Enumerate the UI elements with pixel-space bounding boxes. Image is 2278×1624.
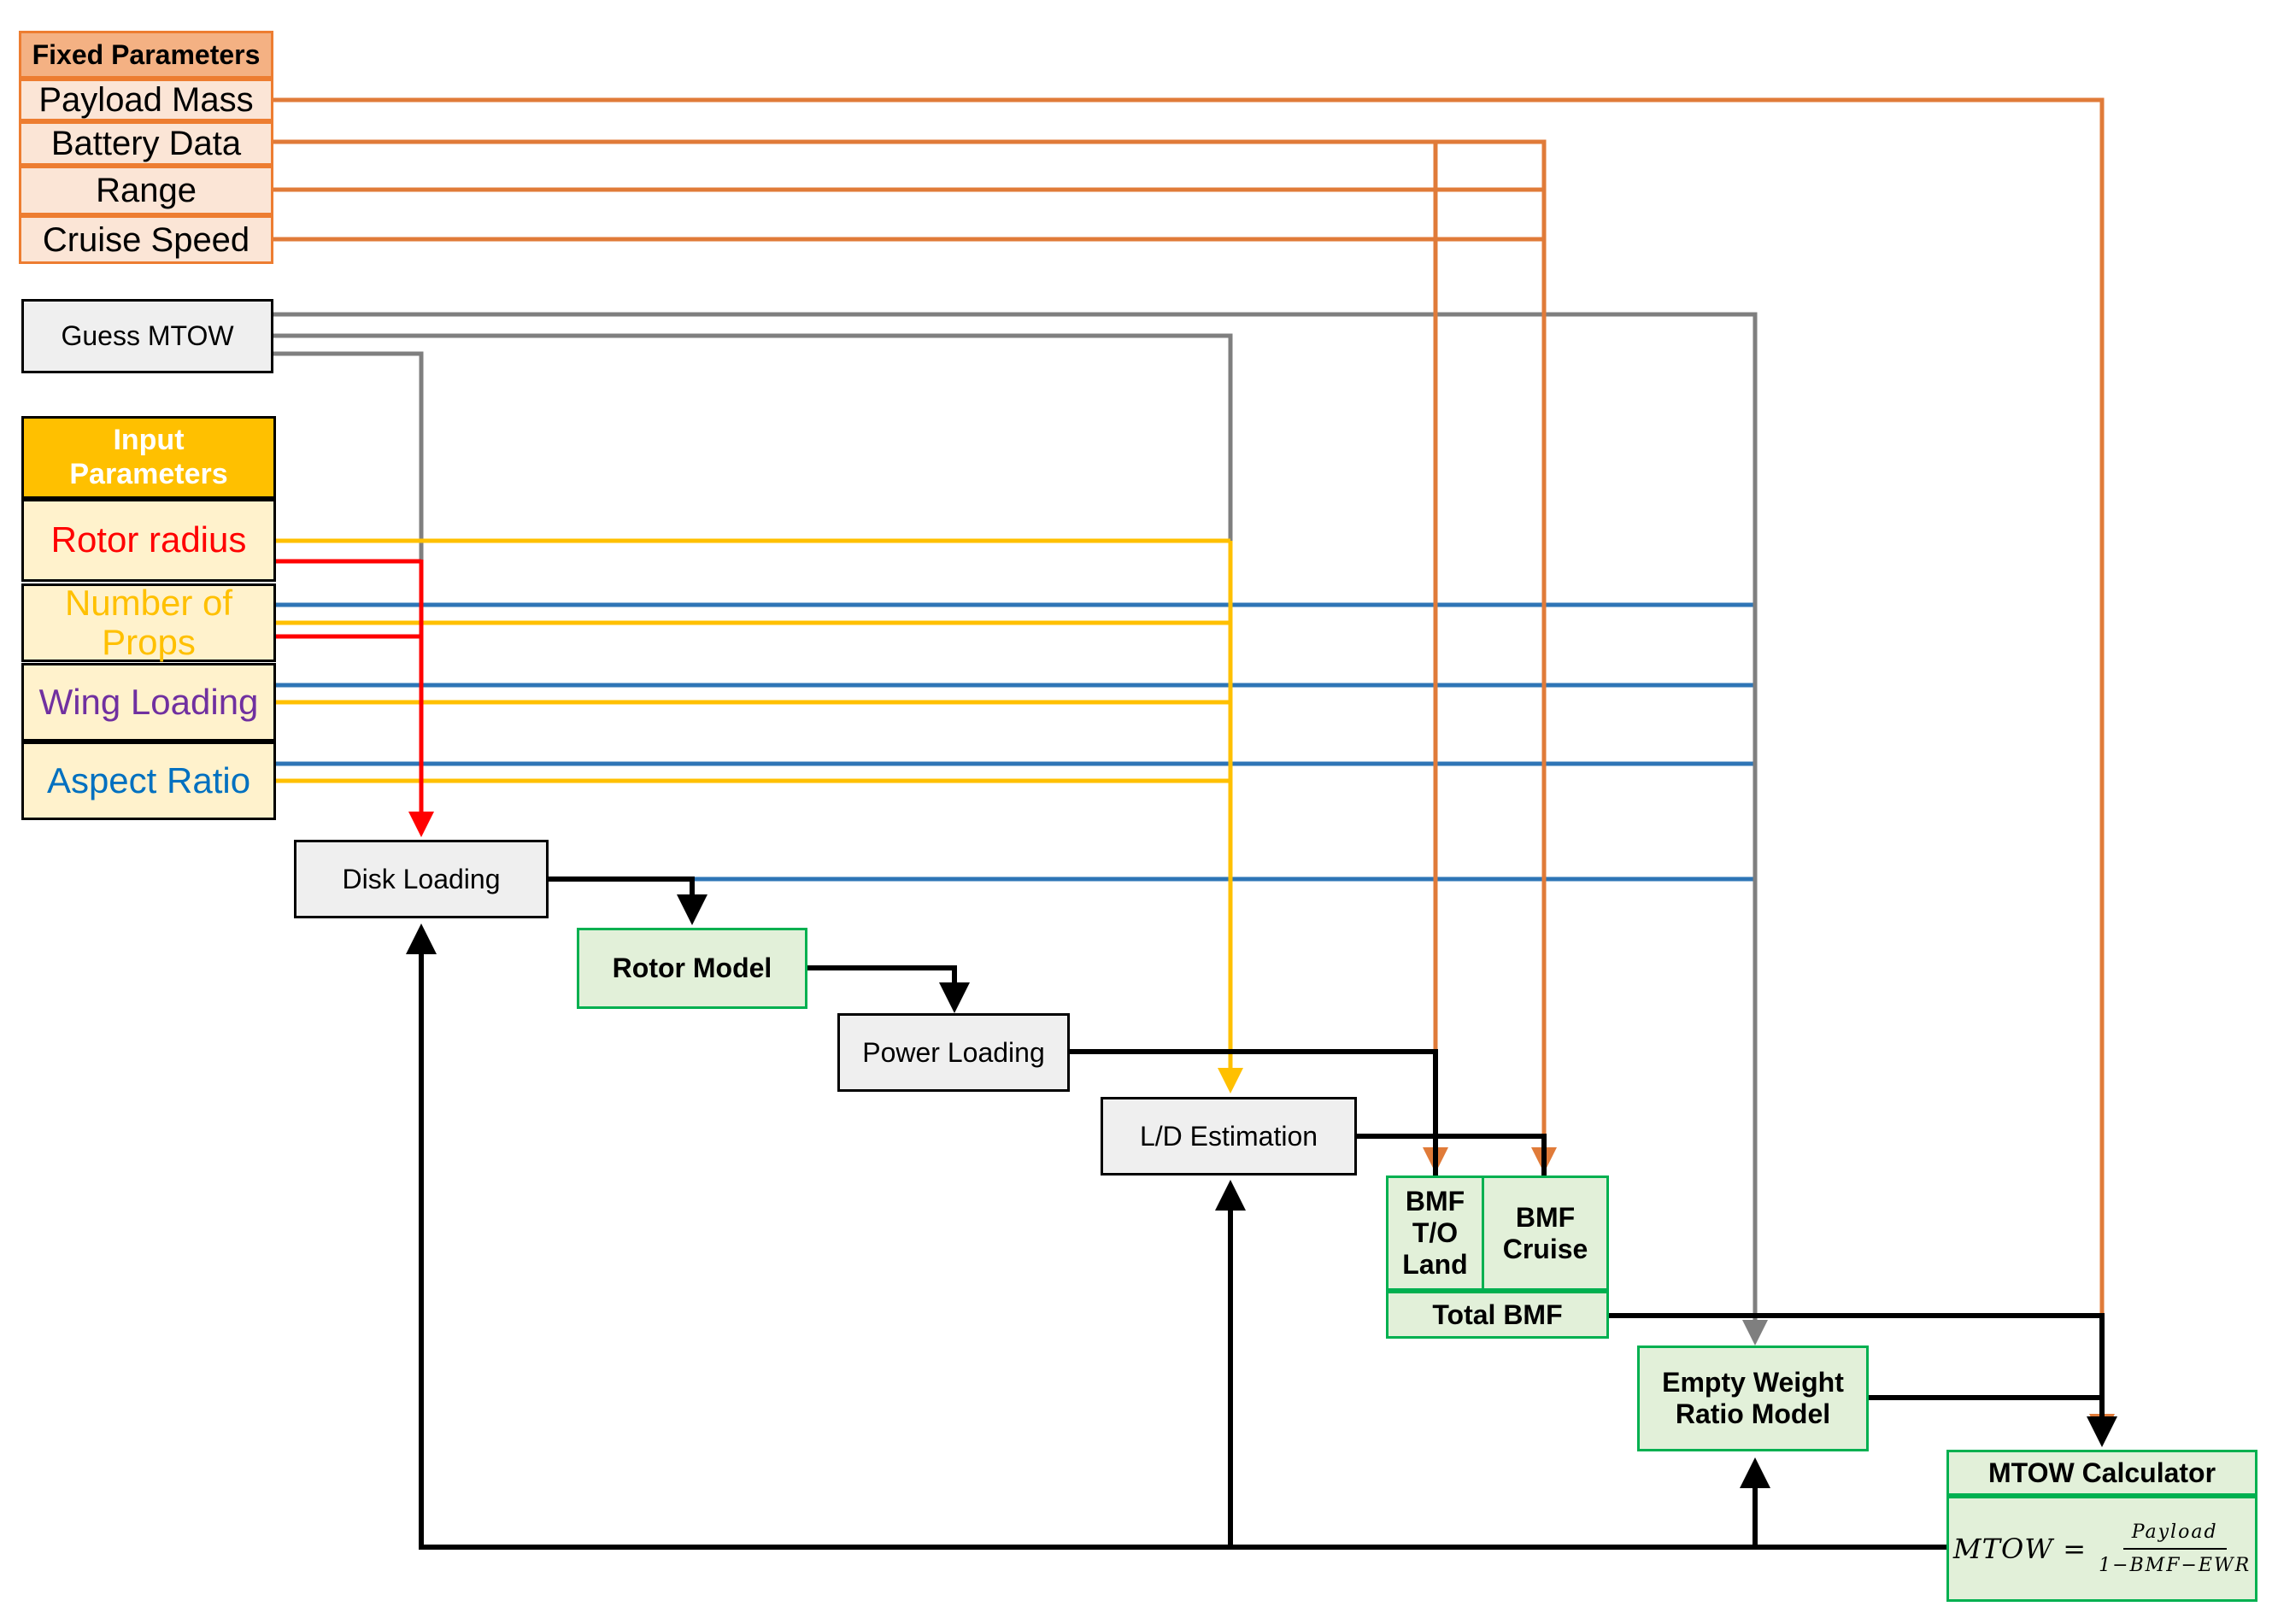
battery-data-box: Battery Data xyxy=(19,121,273,166)
number-of-props-box: Number of Props xyxy=(21,583,276,662)
empty-weight-ratio-model-box: Empty Weight Ratio Model xyxy=(1637,1346,1869,1451)
cruise-speed-box: Cruise Speed xyxy=(19,215,273,264)
ld-estimation-box: L/D Estimation xyxy=(1101,1097,1357,1175)
range-box: Range xyxy=(19,166,273,215)
formula-denominator: 1−BMF−EWR xyxy=(2099,1555,2252,1576)
power-loading-box: Power Loading xyxy=(837,1013,1070,1092)
orange-lines xyxy=(273,97,2115,1439)
blue-lines xyxy=(276,602,1755,882)
grey-lines xyxy=(273,312,1768,1346)
input-parameters-header: Input Parameters xyxy=(21,416,276,499)
formula-lhs: MTOW = xyxy=(1952,1532,2087,1565)
total-bmf-box: Total BMF xyxy=(1386,1291,1609,1339)
disk-loading-box: Disk Loading xyxy=(294,840,549,918)
bmf-to-land-box: BMF T/O Land xyxy=(1386,1175,1484,1291)
rotor-model-box: Rotor Model xyxy=(577,928,807,1009)
rotor-radius-box: Rotor radius xyxy=(21,499,276,582)
formula-fraction: Payload 1−BMF−EWR xyxy=(2099,1521,2251,1577)
guess-mtow-box: Guess MTOW xyxy=(21,299,273,373)
wing-loading-box: Wing Loading xyxy=(21,663,276,742)
aspect-ratio-box: Aspect Ratio xyxy=(21,742,276,820)
red-lines xyxy=(276,559,434,837)
flow-lines xyxy=(406,876,2117,1550)
fixed-parameters-header: Fixed Parameters xyxy=(19,31,273,79)
mtow-formula: MTOW = Payload 1−BMF−EWR xyxy=(1946,1496,2257,1602)
formula-numerator: Payload xyxy=(2122,1521,2227,1550)
payload-mass-box: Payload Mass xyxy=(19,79,273,121)
bmf-cruise-box: BMF Cruise xyxy=(1482,1175,1609,1291)
yellow-lines xyxy=(276,538,1243,1093)
mtow-calculator-header: MTOW Calculator xyxy=(1946,1450,2257,1496)
